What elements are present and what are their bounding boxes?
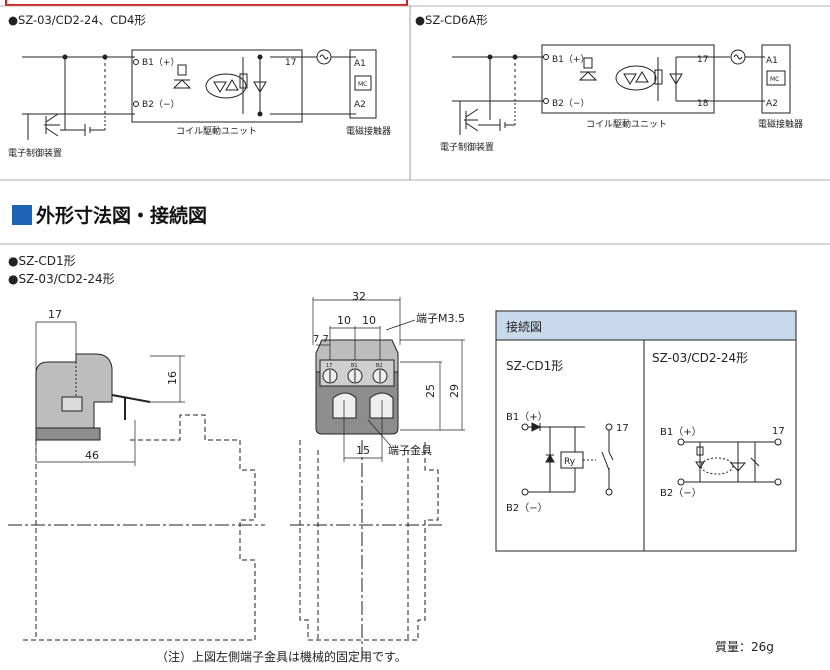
left-mc-label: MC [358, 81, 367, 88]
right-a1-label: A1 [766, 56, 778, 66]
cd1-t17-label: 17 [616, 423, 629, 434]
side-dim-17: 17 [48, 308, 62, 321]
connection-left-title: SZ-CD1形 [506, 359, 563, 373]
left-diagram-title: ●SZ-03/CD2-24、CD4形 [8, 13, 146, 27]
right-coil-unit-label: コイル駆動ユニット [586, 119, 667, 130]
cd1-ry-label: Ry [564, 457, 576, 467]
front-dim-15: 15 [356, 444, 370, 457]
connection-box-header: 接続図 [506, 319, 542, 334]
cd2-t17-label: 17 [772, 426, 785, 437]
left-coil-unit-label: コイル駆動ユニット [176, 126, 257, 137]
right-t17-label: 17 [697, 55, 708, 65]
right-contactor-label: 電磁接触器 [758, 118, 803, 130]
section-title: 外形寸法図・接続図 [36, 204, 207, 227]
left-controller-label: 電子制御装置 [8, 147, 62, 159]
terminal-label-b1: B1 [351, 363, 358, 369]
section-title-marker [12, 205, 32, 225]
cd1-b2-label: B2（−） [506, 502, 548, 514]
front-dim-32: 32 [352, 290, 366, 303]
right-t18-label: 18 [697, 99, 709, 109]
top-red-frame [5, 0, 408, 6]
right-wiring-diagram [452, 44, 791, 135]
terminal-screw-label: 端子M3.5 [416, 312, 465, 325]
footnote: （注）上図左側端子金具は機械的固定用です。 [156, 649, 407, 664]
terminal-label-b2: B2 [376, 363, 383, 369]
front-dim-10b: 10 [362, 314, 376, 327]
front-dim-29: 29 [448, 384, 461, 398]
terminal-fitting-label: 端子金具 [388, 443, 432, 457]
side-dim-16: 16 [166, 371, 179, 385]
side-dim-46: 46 [85, 449, 99, 462]
left-wiring-labels: B1（+） B2（−） 17 A1 A2 MC コイル駆動ユニット 電磁接触器 … [8, 57, 391, 159]
terminal-label-17: 17 [326, 363, 332, 369]
left-t17-label: 17 [285, 58, 296, 68]
sz-cd1-labels: B1（+） B2（−） 17 Ry [506, 411, 629, 514]
left-a1-label: A1 [354, 59, 366, 69]
left-wiring-diagram [22, 49, 377, 140]
front-dim-7-7: 7.7 [313, 334, 329, 345]
right-controller-label: 電子制御装置 [440, 141, 494, 153]
connection-diagram-box [495, 310, 797, 552]
weight-label: 質量：26g [715, 639, 774, 654]
sz-cd1-schematic [521, 422, 614, 496]
front-dim-10a: 10 [337, 314, 351, 327]
left-a2-label: A2 [354, 100, 366, 110]
cd1-b1-label: B1（+） [506, 411, 548, 423]
cd2-b2-label: B2（−） [660, 487, 702, 499]
cd2-b1-label: B1（+） [660, 426, 702, 438]
sz-cd2-schematic [677, 438, 782, 486]
front-dim-25: 25 [424, 384, 437, 398]
side-view-drawing [8, 321, 265, 641]
left-b2-label: B2（−） [142, 99, 179, 110]
front-view-drawing [290, 297, 465, 660]
model-label-cd2: ●SZ-03/CD2-24形 [8, 272, 115, 286]
sz-cd2-labels: B1（+） B2（−） 17 [660, 426, 785, 499]
left-b1-label: B1（+） [142, 57, 179, 68]
right-diagram-title: ●SZ-CD6A形 [415, 13, 488, 27]
model-label-cd1: ●SZ-CD1形 [8, 254, 76, 268]
right-b2-label: B2（−） [552, 98, 589, 109]
connection-right-title: SZ-03/CD2-24形 [652, 351, 748, 365]
right-wiring-labels: B1（+） B2（−） 17 18 A1 A2 MC コイル駆動ユニット 電磁接… [440, 54, 803, 153]
left-contactor-label: 電磁接触器 [346, 125, 391, 137]
right-a2-label: A2 [766, 99, 778, 109]
right-b1-label: B1（+） [552, 54, 589, 65]
right-mc-label: MC [770, 76, 779, 83]
